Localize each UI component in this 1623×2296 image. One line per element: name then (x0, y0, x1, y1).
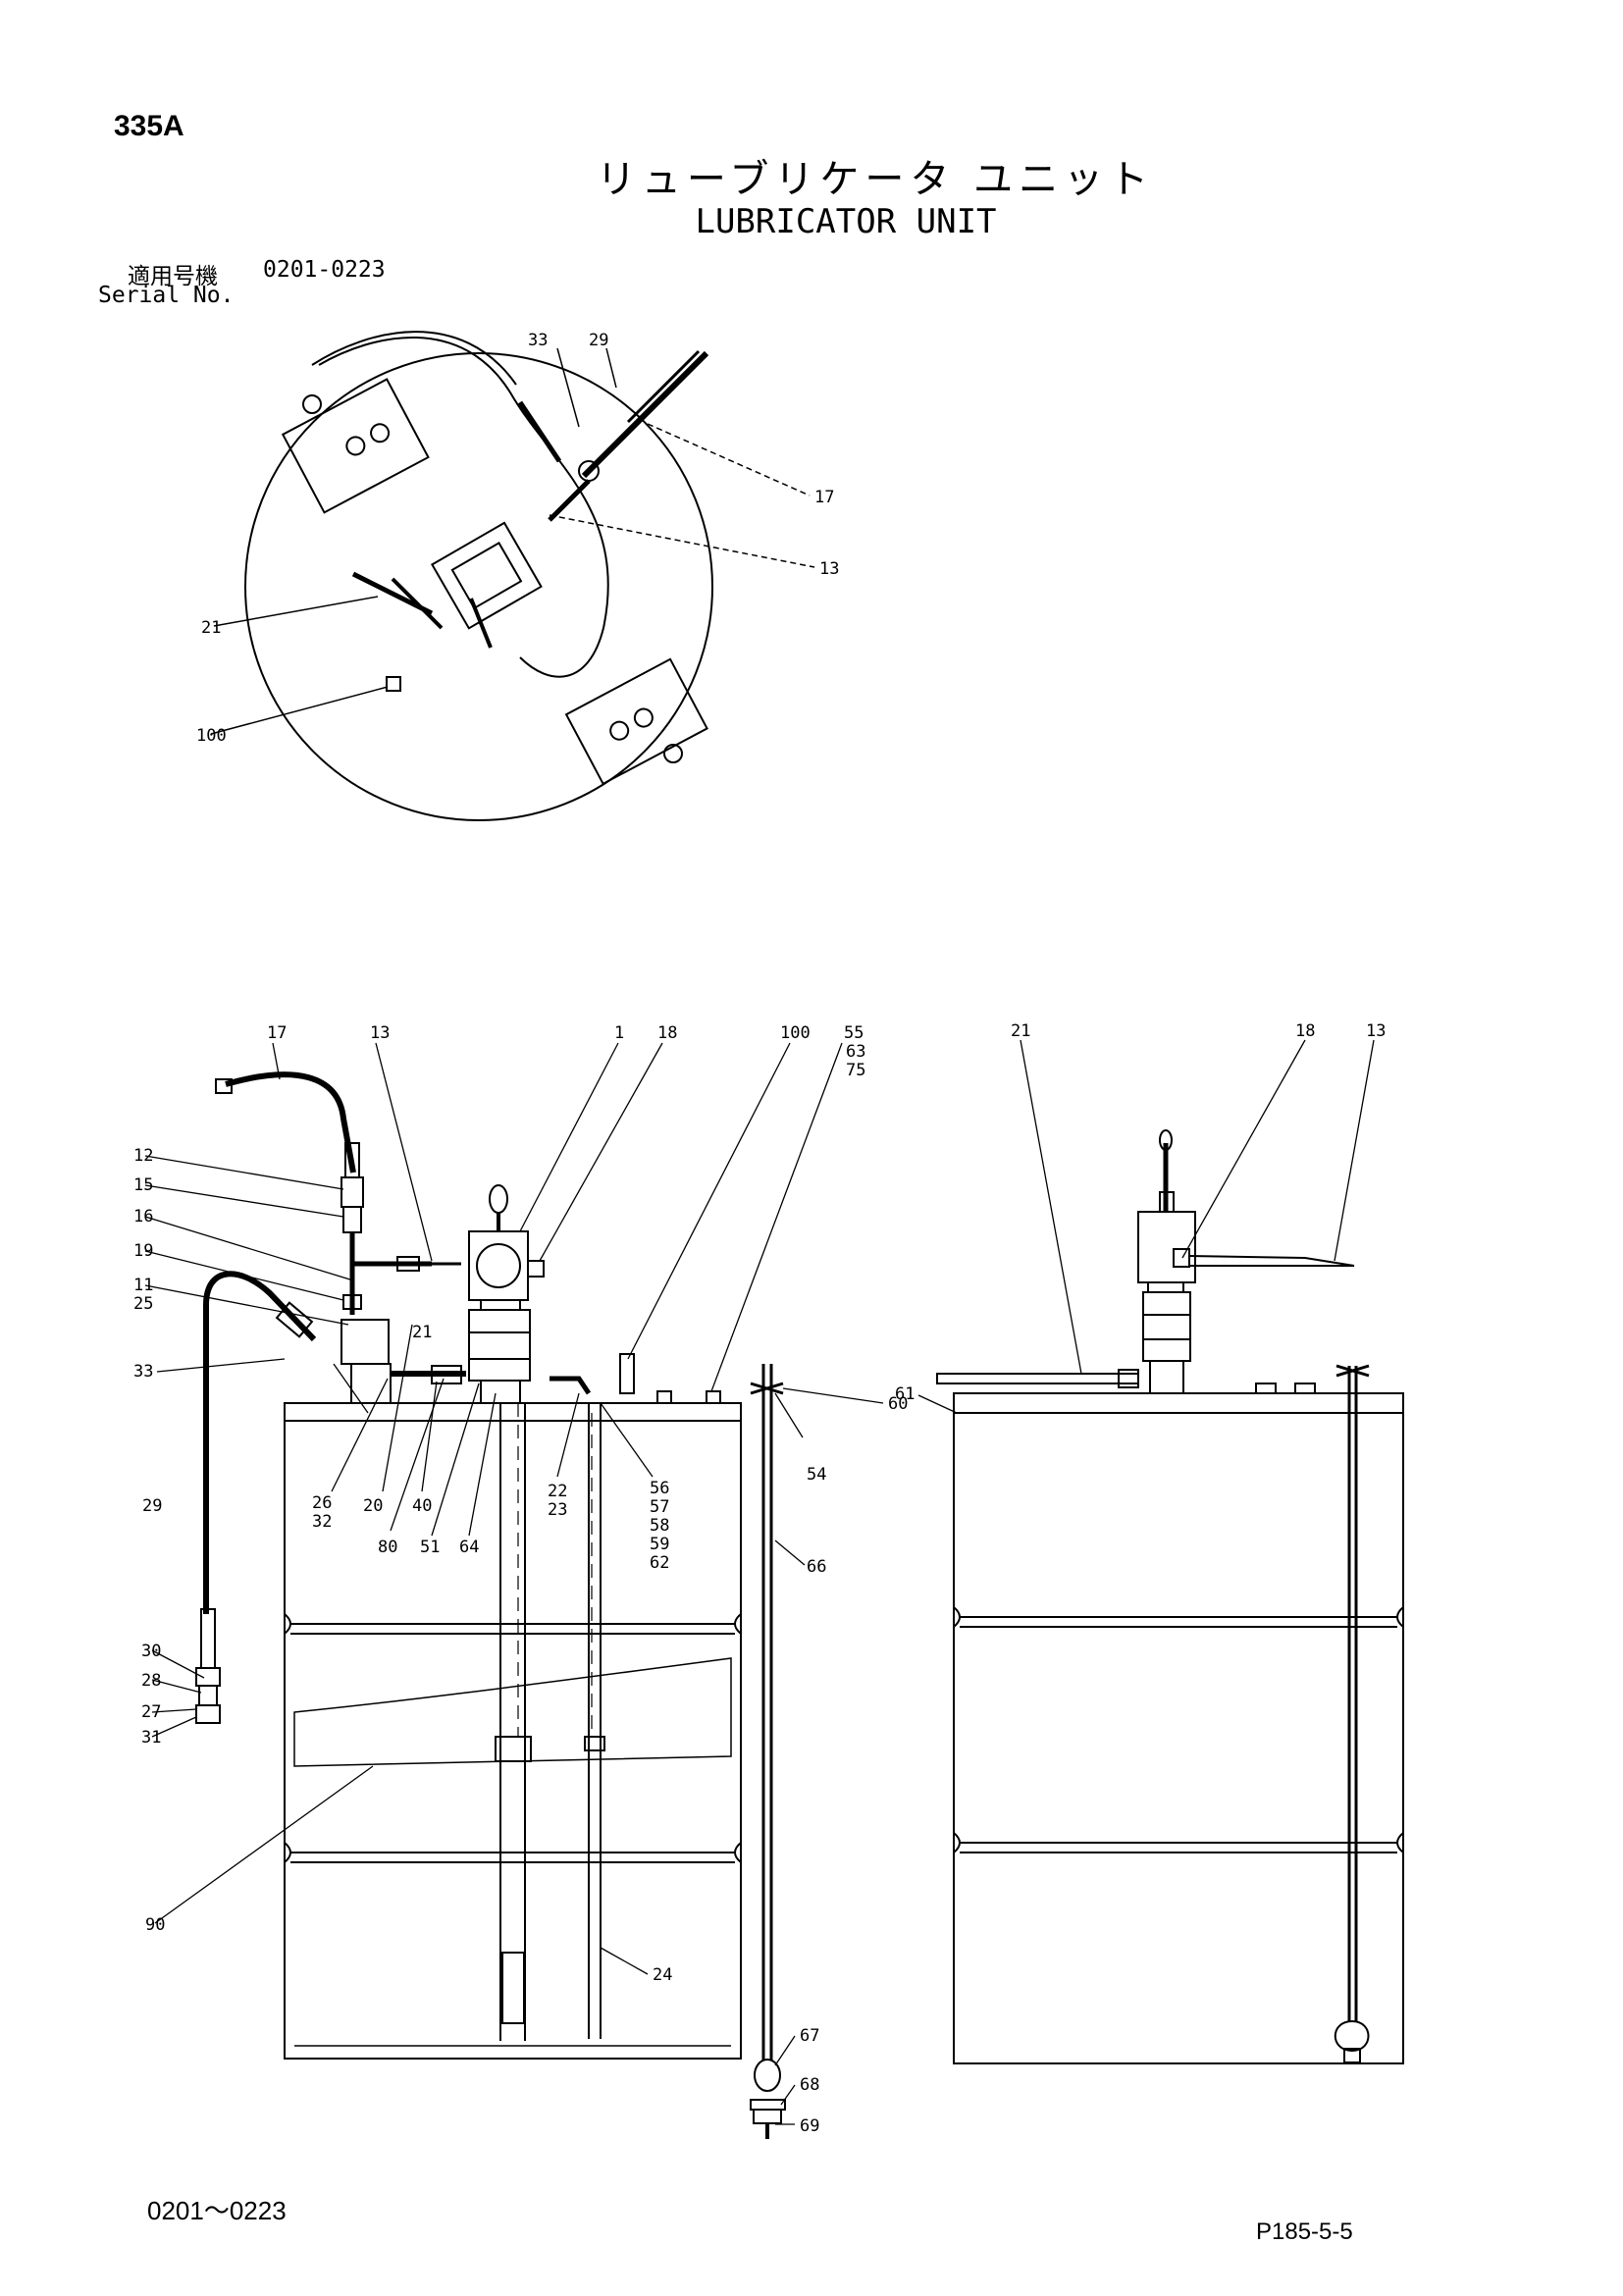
serial-label-english: Serial No. (98, 283, 235, 308)
drum-top-outline (244, 352, 713, 821)
top-view: 33 29 17 13 21 100 (196, 331, 839, 821)
callout-58: 58 (650, 1516, 669, 1536)
callout-30: 30 (141, 1642, 161, 1661)
clamp-plate-lower (564, 657, 708, 786)
part-100-front (619, 1353, 635, 1394)
callout-16: 16 (133, 1207, 153, 1226)
callout-24: 24 (653, 1965, 672, 1985)
clamp-bolt-lower (663, 744, 683, 763)
callout-21-side: 21 (1011, 1021, 1030, 1041)
callout-62: 62 (650, 1553, 669, 1573)
callout-68: 68 (800, 2075, 819, 2095)
callout-23: 23 (548, 1500, 567, 1520)
callout-56: 56 (650, 1479, 669, 1498)
callout-18-side: 18 (1295, 1021, 1315, 1041)
callout-20: 20 (363, 1496, 383, 1516)
callout-28: 28 (141, 1671, 161, 1691)
callout-51: 51 (420, 1538, 440, 1557)
clamp-plate-upper (281, 378, 430, 514)
title-english: LUBRICATOR UNIT (695, 202, 997, 241)
callout-67: 67 (800, 2026, 819, 2046)
fitting-12 (340, 1176, 364, 1208)
callout-100: 100 (780, 1023, 811, 1043)
drum-side-body (953, 1392, 1404, 2064)
callout-33-top: 33 (528, 331, 548, 350)
callout-60: 60 (888, 1394, 908, 1414)
serial-range: 0201-0223 (263, 257, 386, 283)
callout-69: 69 (800, 2116, 819, 2136)
callout-17: 17 (267, 1023, 287, 1043)
callout-33: 33 (133, 1362, 153, 1382)
callout-80: 80 (378, 1538, 397, 1557)
callout-19: 19 (133, 1241, 153, 1261)
drum-front-body (284, 1402, 742, 2060)
pump-top (430, 521, 543, 630)
hose-fitting (517, 400, 562, 463)
callout-13: 13 (370, 1023, 390, 1043)
air-line-top (581, 350, 709, 479)
serial-label-japanese: 適用号機 (128, 264, 218, 289)
callout-63: 63 (846, 1042, 865, 1062)
title-japanese: リューブリケータ ユニット (596, 157, 1155, 202)
callout-75: 75 (846, 1061, 865, 1080)
callout-13-top: 13 (819, 559, 839, 579)
callout-90: 90 (145, 1915, 165, 1935)
callout-15: 15 (133, 1175, 153, 1195)
hose-17 (225, 1071, 356, 1174)
callout-40: 40 (412, 1496, 432, 1516)
air-motor (468, 1309, 531, 1382)
callout-25: 25 (133, 1294, 153, 1314)
pump-head-side (1137, 1211, 1196, 1283)
hose-13-side (1188, 1255, 1355, 1267)
callout-17-top: 17 (814, 488, 834, 507)
callout-21-top: 21 (201, 618, 221, 638)
callout-13-side: 13 (1366, 1021, 1386, 1041)
hose-29 (203, 1271, 317, 1614)
part-100-top (386, 676, 401, 692)
callout-18: 18 (657, 1023, 677, 1043)
callout-29-top: 29 (589, 331, 608, 350)
callout-64: 64 (459, 1538, 479, 1557)
callout-57: 57 (650, 1497, 669, 1517)
callout-32: 32 (312, 1512, 332, 1532)
callout-1: 1 (614, 1023, 624, 1043)
footer-serial-range: 0201～0223 (147, 2196, 287, 2225)
hose-21-side (936, 1373, 1139, 1384)
callout-61: 61 (895, 1384, 915, 1404)
callout-29: 29 (142, 1496, 162, 1516)
callout-55: 55 (844, 1023, 864, 1043)
callout-31: 31 (141, 1728, 161, 1748)
callout-12: 12 (133, 1146, 153, 1166)
callout-27: 27 (141, 1702, 161, 1722)
callout-26: 26 (312, 1493, 332, 1513)
front-view: 17 13 1 18 100 55 63 75 12 15 16 19 11 2… (133, 1023, 908, 2139)
callout-54: 54 (807, 1465, 826, 1485)
callout-21: 21 (412, 1323, 432, 1342)
callout-100-top: 100 (196, 726, 227, 746)
liner-bag (293, 1657, 732, 1767)
hose-loop (318, 337, 609, 678)
callout-66: 66 (807, 1557, 826, 1577)
air-motor-side (1142, 1291, 1191, 1362)
clamp-bolt-upper (302, 394, 322, 414)
callout-11: 11 (133, 1276, 153, 1295)
callout-59: 59 (650, 1535, 669, 1554)
page-code: 335A (114, 110, 184, 142)
side-view: 21 18 13 61 (895, 1021, 1404, 2064)
callout-22: 22 (548, 1482, 567, 1501)
footer-page-reference: P185-5-5 (1256, 2218, 1353, 2245)
valve-block (340, 1319, 390, 1365)
